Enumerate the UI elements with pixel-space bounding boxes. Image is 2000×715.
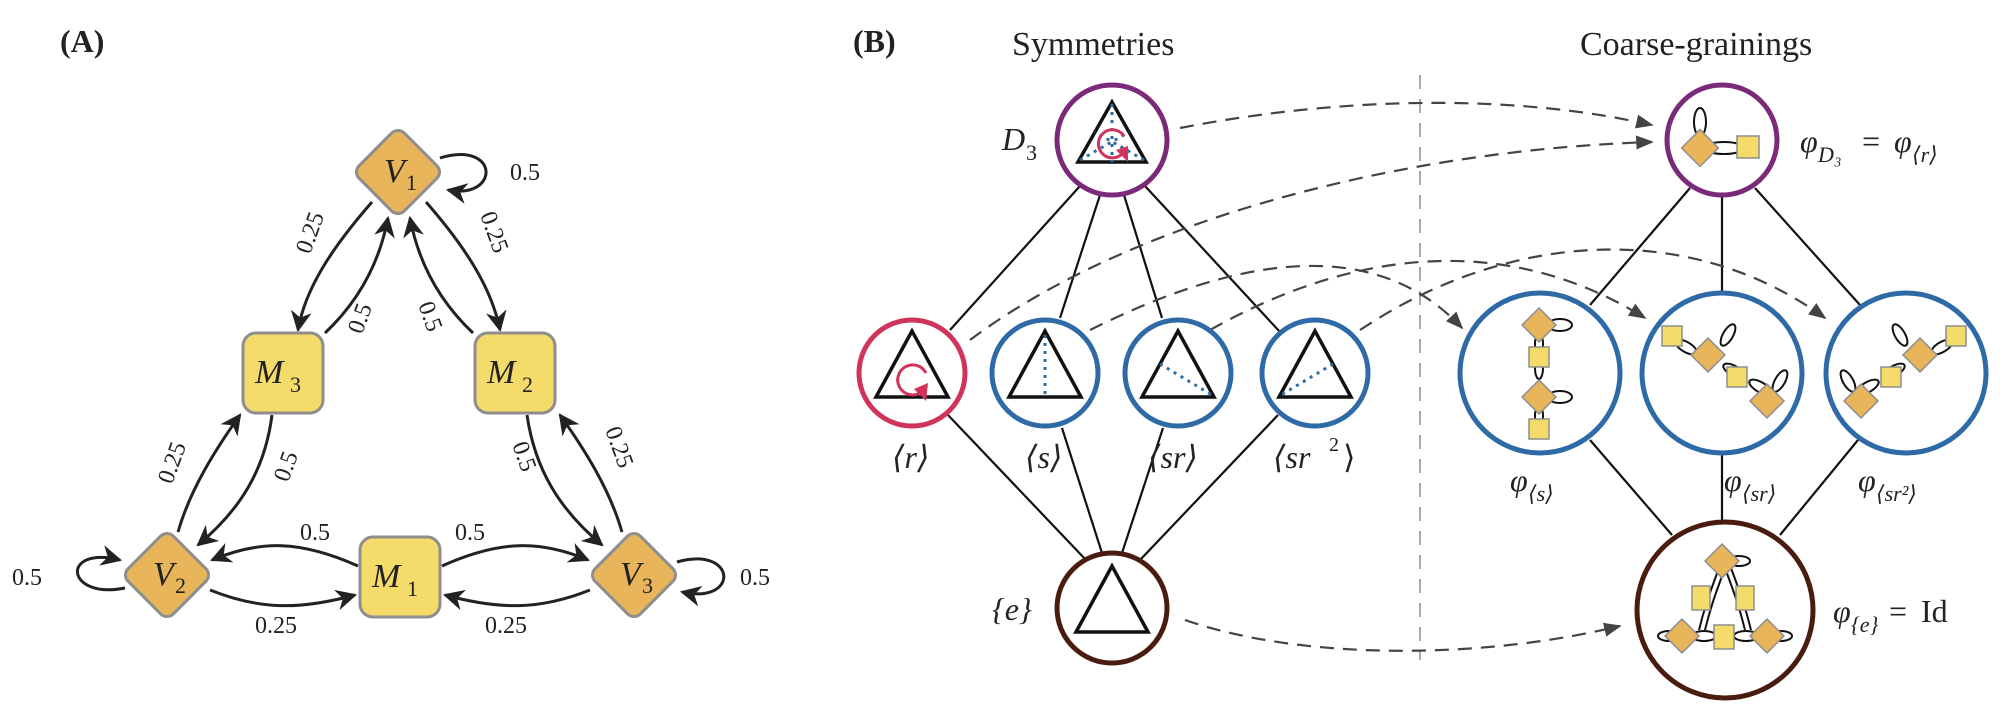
node-v2[interactable]: V 2 (122, 530, 213, 621)
edge-weights: 0.5 0.25 0.5 0.5 0.25 0.25 0.5 0.5 0.5 0… (12, 160, 770, 639)
node-m1[interactable]: M 1 (358, 535, 442, 619)
phisr2-label: φ (1858, 462, 1876, 498)
node-m1-label: M (371, 558, 402, 595)
phid3-sub: D₃ (1817, 142, 1842, 167)
edge-m1-v3 (441, 543, 590, 568)
r-label: ⟨r⟩ (892, 439, 929, 475)
coarse-graining-sr[interactable]: φ ⟨sr⟩ (1639, 290, 1805, 506)
coarse-graining-e[interactable]: φ {e} = Id (1634, 519, 1948, 701)
node-m3-label: M (254, 354, 285, 391)
edge-m3-v2 (196, 414, 274, 547)
d3-sub: 3 (1026, 140, 1037, 165)
panel-a-label: (A) (60, 23, 104, 59)
edge-v2-m3 (176, 413, 242, 533)
weight-m2-v1: 0.5 (412, 298, 447, 335)
phid3-label: φ (1800, 123, 1818, 159)
weight-v3-self: 0.5 (740, 565, 770, 591)
phie-sub: {e} (1851, 612, 1879, 637)
phisr2-sub: ⟨sr²⟩ (1876, 481, 1917, 506)
node-v3-sub: 3 (642, 573, 653, 598)
d3-label: D (1001, 121, 1025, 157)
phisr-label: φ (1724, 462, 1742, 498)
node-m2[interactable]: M 2 (473, 331, 557, 415)
weight-v2-m3: 0.25 (153, 439, 192, 487)
edges (76, 153, 726, 611)
sr2-close: ⟩ (1343, 439, 1355, 475)
weight-v1-self: 0.5 (510, 160, 540, 186)
coarse-graining-sr2[interactable]: φ ⟨sr²⟩ (1823, 290, 1989, 506)
symmetry-e[interactable]: {e} (992, 550, 1170, 666)
phis-sub: ⟨s⟩ (1528, 481, 1554, 506)
phie-label: φ (1833, 593, 1851, 629)
symmetry-lattice-edges (947, 185, 1281, 561)
edge-v3-m2 (558, 413, 624, 533)
edge-v2-m1 (209, 588, 358, 611)
node-v3[interactable]: V 3 (589, 530, 680, 621)
e-label: {e} (992, 591, 1032, 627)
edge-v2-self (76, 545, 126, 592)
edge-m3-v1 (323, 215, 395, 335)
edge-v1-m3 (290, 201, 374, 333)
sr-label: ⟨sr⟩ (1148, 439, 1198, 475)
phisr-sub: ⟨sr⟩ (1742, 481, 1776, 506)
arrow-d3-phid3 (1179, 101, 1654, 130)
node-v1[interactable]: V 1 (353, 127, 444, 218)
coarse-graining-lattice-edges (1589, 187, 1861, 536)
edge-m1-v2 (210, 543, 359, 568)
panel-b: (B) Symmetries Coarse-grainings (853, 23, 1989, 701)
symmetries-title: Symmetries (1012, 26, 1174, 63)
edge-m2-v3 (525, 414, 604, 547)
s-label: ⟨s⟩ (1025, 439, 1062, 475)
arrow-s-phis (1089, 264, 1464, 331)
coarse-graining-d3[interactable]: φ D₃ = φ ⟨r⟩ (1664, 82, 1938, 198)
nodes: V 1 M 3 M 2 V 2 (122, 127, 680, 621)
arrow-e-phie (1184, 618, 1622, 652)
phie-rhs: Id (1921, 593, 1948, 629)
panel-a: (A) (12, 23, 770, 639)
phid3-rhs-sub: ⟨r⟩ (1912, 142, 1938, 167)
weight-v3-m1: 0.25 (485, 613, 527, 639)
edge-v3-m1 (442, 588, 591, 611)
edge-v1-m2 (424, 201, 507, 333)
symmetry-d3[interactable]: D 3 (1001, 82, 1170, 198)
node-m3-sub: 3 (290, 372, 301, 397)
edge-m2-v1 (403, 215, 475, 335)
node-m1-sub: 1 (407, 576, 418, 601)
weight-m3-v2: 0.5 (269, 448, 304, 485)
phie-eq: = (1889, 593, 1907, 629)
symmetry-r[interactable]: ⟨r⟩ (856, 317, 968, 475)
symmetry-s[interactable]: ⟨s⟩ (989, 317, 1101, 475)
arrow-sr2-phisr2 (1359, 248, 1827, 331)
symmetry-sr2[interactable]: ⟨sr 2 ⟩ (1259, 317, 1371, 475)
node-m2-label: M (486, 354, 517, 391)
weight-v1-m3: 0.25 (291, 209, 330, 257)
weight-v3-m2: 0.25 (599, 423, 638, 471)
sr2-label: ⟨sr (1273, 439, 1311, 475)
node-m2-sub: 2 (522, 372, 533, 397)
phid3-rhs: φ (1894, 123, 1912, 159)
node-v2-sub: 2 (175, 573, 186, 598)
mapping-arrows (969, 101, 1827, 652)
weight-m1-v2: 0.5 (300, 520, 330, 546)
weight-m1-v3: 0.5 (455, 520, 485, 546)
edge-v1-self (439, 153, 488, 204)
weight-m2-v3: 0.5 (506, 438, 541, 475)
phis-label: φ (1510, 462, 1528, 498)
edge-v3-self (676, 557, 726, 607)
node-v1-sub: 1 (406, 170, 417, 195)
symmetry-sr[interactable]: ⟨sr⟩ (1122, 317, 1234, 475)
coarse-grainings-title: Coarse-grainings (1580, 26, 1812, 63)
weight-v2-m1: 0.25 (255, 613, 297, 639)
arrow-r-phid3 (969, 135, 1654, 341)
weight-v2-self: 0.5 (12, 565, 42, 591)
sr2-sup: 2 (1329, 434, 1339, 456)
node-m3[interactable]: M 3 (241, 331, 325, 415)
phid3-eq: = (1862, 123, 1880, 159)
coarse-graining-s[interactable]: φ ⟨s⟩ (1457, 290, 1623, 506)
arrow-sr-phisr (1209, 259, 1647, 331)
panel-b-label: (B) (853, 23, 896, 59)
weight-v1-m2: 0.25 (474, 208, 513, 256)
